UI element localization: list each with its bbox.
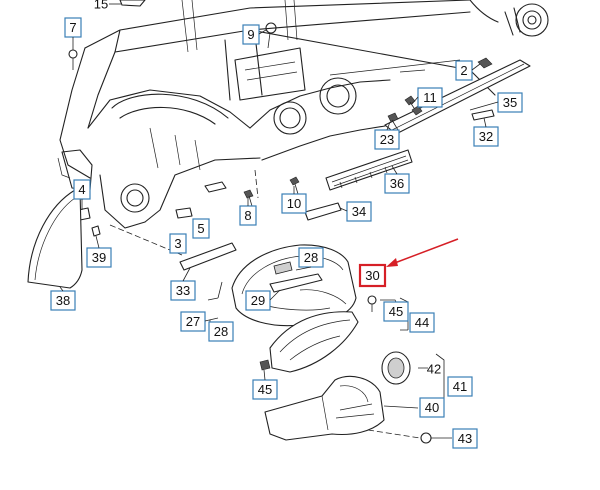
screw-30	[367, 295, 377, 312]
cover-34	[304, 202, 342, 221]
label-10: 10	[287, 196, 301, 211]
label-34: 34	[352, 204, 366, 219]
screw-7	[68, 49, 78, 70]
label-8: 8	[244, 208, 251, 223]
label-45-lower: 45	[258, 382, 272, 397]
screws-11	[404, 95, 423, 116]
label-3: 3	[174, 236, 181, 251]
label-45-upper: 45	[389, 304, 403, 319]
label-28-upper: 28	[304, 250, 318, 265]
label-11: 11	[423, 90, 437, 105]
ignition-ring-42	[381, 351, 411, 385]
label-5: 5	[197, 221, 204, 236]
label-33: 33	[176, 283, 190, 298]
side-panel-38	[27, 189, 83, 289]
center-trim-36	[325, 149, 413, 191]
screw-23	[387, 112, 399, 131]
screw-9	[265, 22, 277, 49]
label-32: 32	[479, 129, 493, 144]
label-leaders	[59, 29, 499, 381]
label-4: 4	[78, 182, 85, 197]
label-15: 15	[94, 0, 108, 12]
column-shroud-40	[264, 375, 385, 441]
label-7: 7	[69, 20, 76, 35]
label-23: 23	[380, 132, 394, 147]
highlight-arrow	[386, 238, 459, 267]
label-42: 42	[427, 362, 441, 377]
label-36: 36	[390, 176, 404, 191]
trim-strip-33	[179, 242, 237, 271]
label-2: 2	[460, 63, 467, 78]
screw-43	[420, 432, 452, 444]
label-40: 40	[425, 400, 439, 415]
label-44: 44	[415, 315, 429, 330]
trim-piece-32	[471, 109, 495, 121]
label-38: 38	[56, 293, 70, 308]
clip-45	[259, 359, 271, 371]
cluster-trim-44	[269, 311, 359, 373]
label-35: 35	[503, 95, 517, 110]
label-27: 27	[186, 314, 200, 329]
label-30-highlighted: 30	[365, 268, 379, 283]
label-43: 43	[458, 431, 472, 446]
label-39: 39	[92, 250, 106, 265]
clips-lower	[77, 176, 300, 237]
label-41: 41	[453, 379, 467, 394]
label-9: 9	[247, 27, 254, 42]
dashboard-panel	[57, 0, 549, 229]
label-28-lower: 28	[214, 324, 228, 339]
label-29: 29	[251, 293, 265, 308]
callout-labels: 15 42 7 9 2 11 35 32 23 36 4 8 5 10 34 3…	[50, 0, 523, 449]
